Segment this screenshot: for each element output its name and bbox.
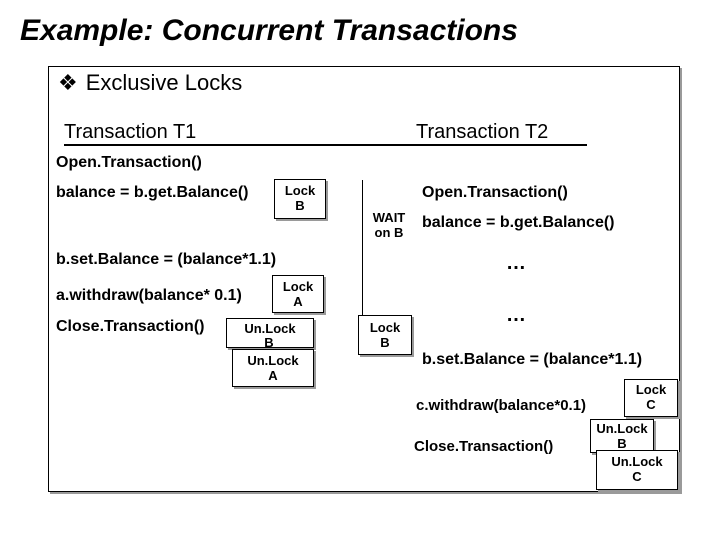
t1-lock-a-box: Lock A <box>272 275 324 313</box>
diamond-bullet-icon: ❖ <box>58 70 78 95</box>
t1-unlock-a-box: Un.Lock A <box>232 349 314 387</box>
t2-set-balance: b.set.Balance = (balance*1.1) <box>422 351 643 368</box>
t2-lock-c-box: Lock C <box>624 379 678 417</box>
header-underline <box>64 144 587 146</box>
t2-open-transaction: Open.Transaction() <box>422 184 568 201</box>
header-transaction-t1: Transaction T1 <box>64 121 197 143</box>
t1-lock-b-box: Lock B <box>274 179 326 219</box>
t1-unlock-b-label: B <box>264 335 274 350</box>
timeline-divider <box>362 180 363 336</box>
content-frame <box>48 66 680 492</box>
t2-ellipsis-2: … <box>506 304 526 326</box>
t2-get-balance: balance = b.get.Balance() <box>422 214 615 231</box>
t1-close-transaction: Close.Transaction() <box>56 318 205 335</box>
t1-open-transaction: Open.Transaction() <box>56 154 202 171</box>
header-transaction-t2: Transaction T2 <box>416 121 549 143</box>
t2-lock-b-box: Lock B <box>358 315 412 355</box>
slide-title: Example: Concurrent Transactions <box>20 14 518 47</box>
t2-ellipsis-1: … <box>506 252 526 274</box>
t2-wait-on-b: WAIT on B <box>372 210 406 240</box>
t2-withdraw: c.withdraw(balance*0.1) <box>416 397 587 414</box>
t2-close-transaction: Close.Transaction() <box>414 438 554 455</box>
t1-get-balance: balance = b.get.Balance() <box>56 184 249 201</box>
t2-unlock-c-box: Un.Lock C <box>596 450 678 490</box>
bullet-text: Exclusive Locks <box>85 70 243 95</box>
t1-set-balance: b.set.Balance = (balance*1.1) <box>56 251 277 268</box>
bullet-heading: ❖ Exclusive Locks <box>58 70 242 96</box>
t1-withdraw: a.withdraw(balance* 0.1) <box>56 287 242 304</box>
t1-unlock-b-box: Un.Lock <box>226 318 314 348</box>
t2-unlock-b-box: Un.Lock B <box>590 419 654 453</box>
